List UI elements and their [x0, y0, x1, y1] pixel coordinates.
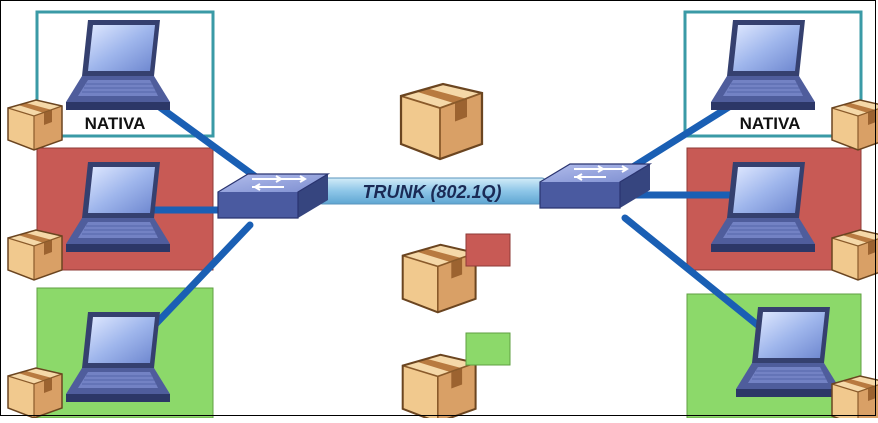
package-icon [831, 229, 878, 281]
red-tagged-frame-package-icon [401, 243, 477, 314]
package-icon [831, 375, 878, 423]
package-icon [7, 99, 63, 151]
network-links [146, 96, 774, 339]
trunk-label: TRUNK (802.1Q) [362, 182, 501, 202]
green-vlan-tag [465, 332, 511, 366]
switch-right-icon [539, 163, 651, 209]
switch-left-icon [217, 173, 329, 219]
native-label-left: NATIVA [85, 114, 146, 133]
package-icon [831, 99, 878, 151]
native-label-right: NATIVA [740, 114, 801, 133]
green-tagged-frame-package-icon [401, 353, 477, 423]
untagged-frame-package-icon [399, 82, 484, 161]
package-icon [7, 367, 63, 419]
package-icon [7, 229, 63, 281]
red-vlan-tag [465, 233, 511, 267]
